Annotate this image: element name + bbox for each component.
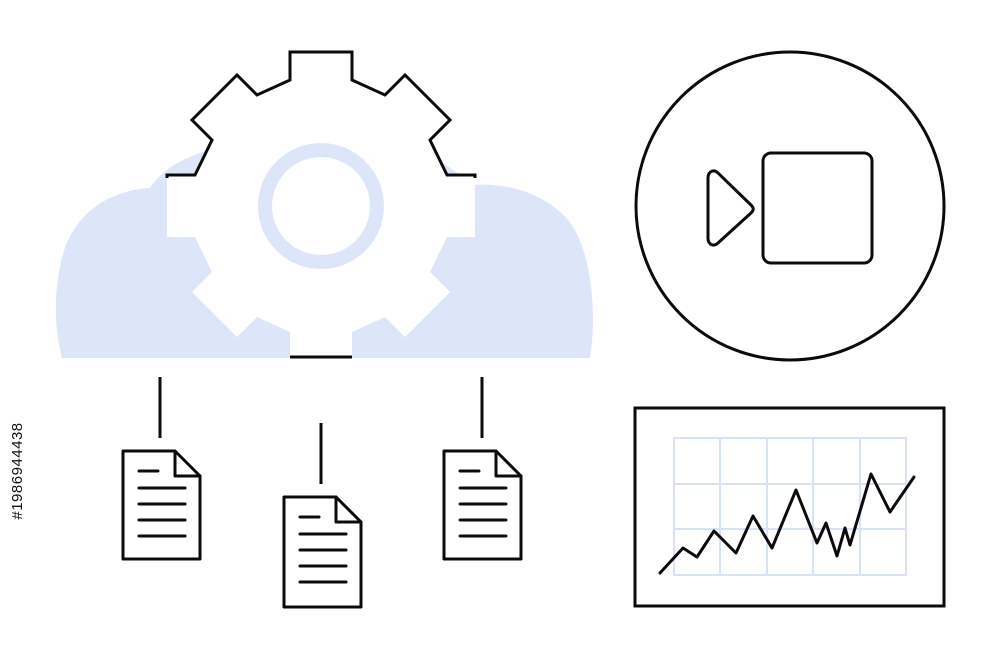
stock-id-label: #1986944438 xyxy=(9,422,26,520)
document-icon xyxy=(121,449,202,561)
gear-icon xyxy=(165,50,477,359)
document-icon xyxy=(282,495,363,609)
document-icon xyxy=(442,449,523,561)
video-camera-icon xyxy=(634,50,946,362)
line-chart-icon xyxy=(633,406,946,608)
chart-line xyxy=(658,472,916,575)
